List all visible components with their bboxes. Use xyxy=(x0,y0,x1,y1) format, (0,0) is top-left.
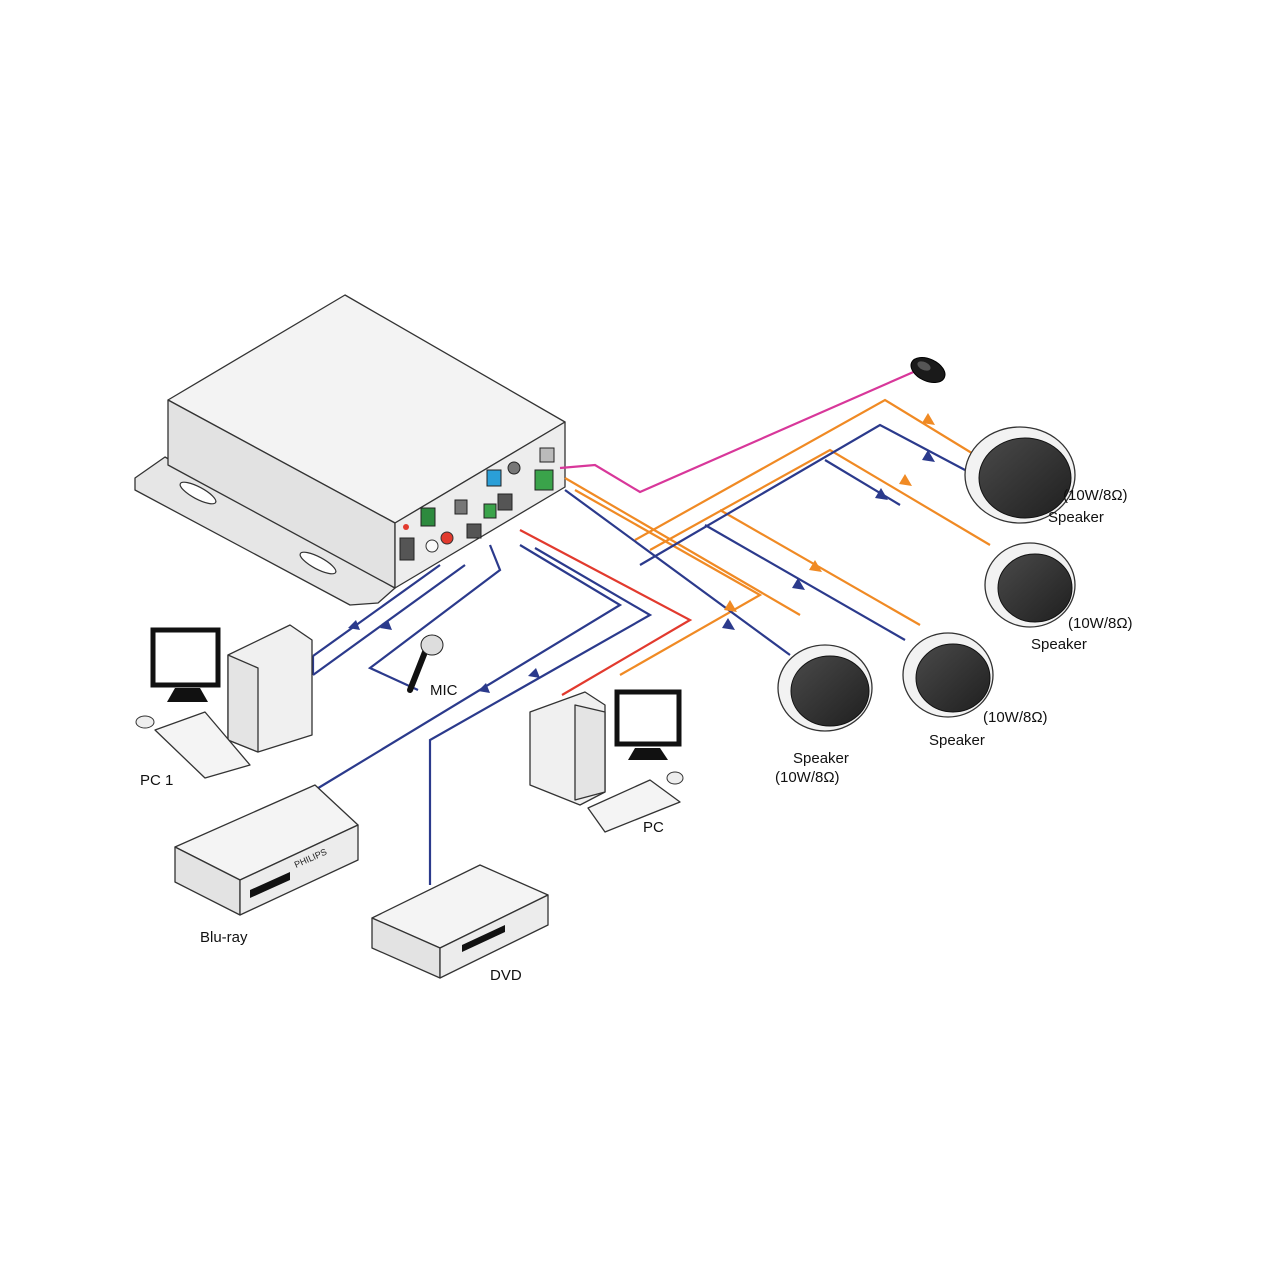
ir-jack xyxy=(507,461,521,475)
pc-monitor xyxy=(614,689,682,747)
cable-speaker-orange-3 xyxy=(649,448,991,551)
mic-jack xyxy=(454,499,468,515)
pc1-monitor-stand xyxy=(167,688,208,702)
amplifier-unit xyxy=(134,294,566,606)
arrow-pc1-1 xyxy=(348,620,360,630)
cable-speaker-blue-2 xyxy=(639,423,966,566)
cable-pc1-audio-1 xyxy=(312,564,441,657)
arrow-bluray xyxy=(478,683,490,693)
arrow-spk-6 xyxy=(792,578,805,590)
label-pc: PC xyxy=(643,819,664,836)
pc-tower-front xyxy=(574,704,606,801)
volume-knob-port xyxy=(486,469,502,487)
cable-speaker-orange-main xyxy=(564,477,801,616)
cable-speaker-orange-4 xyxy=(719,509,921,626)
pc1-keyboard xyxy=(154,711,251,779)
speaker-4 xyxy=(777,644,873,732)
cable-speaker-blue-1 xyxy=(564,489,791,656)
label-pc1: PC 1 xyxy=(140,772,173,789)
power-jack xyxy=(399,537,415,561)
label-speaker4-name: Speaker xyxy=(793,750,849,767)
rca-red xyxy=(440,531,454,545)
pc1-monitor xyxy=(150,627,221,688)
cables xyxy=(311,368,991,885)
cable-mic xyxy=(367,544,502,691)
cable-pc1-audio-2 xyxy=(312,564,466,676)
arrow-spk-8 xyxy=(722,618,735,630)
speaker-output-terminal-2 xyxy=(539,447,555,463)
label-bluray: Blu-ray xyxy=(200,929,248,946)
cable-speaker-orange-2 xyxy=(634,398,976,541)
label-mic: MIC xyxy=(430,682,458,699)
audio-input-block xyxy=(466,523,482,539)
arrow-spk-1 xyxy=(922,413,935,425)
speaker-3 xyxy=(902,632,994,718)
label-speaker3-name: Speaker xyxy=(929,732,985,749)
cable-speaker-blue-4 xyxy=(824,459,901,506)
arrow-spk-3 xyxy=(899,474,912,486)
speaker-output-terminal xyxy=(534,469,554,491)
arrow-spk-4 xyxy=(875,488,888,500)
cable-speaker-blue-3 xyxy=(704,524,906,641)
label-dvd: DVD xyxy=(490,967,522,984)
cable-bluray xyxy=(314,544,623,791)
pc1-computer xyxy=(135,624,313,779)
rca-white xyxy=(425,539,439,553)
speaker-2 xyxy=(984,542,1076,628)
mount-slot-left xyxy=(179,481,217,505)
cable-pc-red xyxy=(519,529,693,696)
speaker-1 xyxy=(964,426,1076,524)
terminal-block-green xyxy=(483,503,497,519)
signal-arrows xyxy=(348,413,935,693)
terminal-block-dark xyxy=(497,493,513,511)
label-speaker2-name: Speaker xyxy=(1031,636,1087,653)
input-terminal-1 xyxy=(420,507,436,527)
dvd-player xyxy=(371,864,549,979)
pc-keyboard xyxy=(587,779,681,833)
cable-speaker-orange-1 xyxy=(574,489,763,676)
bluray-disc-slot xyxy=(250,872,290,898)
pc-mouse xyxy=(666,771,684,785)
cable-ir-sensor xyxy=(559,368,919,494)
arrow-pc1-2 xyxy=(380,620,392,630)
cable-dvd xyxy=(428,547,653,885)
label-speaker2-rating: (10W/8Ω) xyxy=(1068,615,1133,632)
labels: PC 1 MIC PC Blu-ray DVD (10W/8Ω) Speaker… xyxy=(140,487,1133,984)
ir-sensor xyxy=(910,356,946,384)
arrow-dvd xyxy=(528,668,540,678)
pc1-tower-front xyxy=(227,654,259,753)
pc1-mouse xyxy=(135,715,155,729)
label-speaker3-rating: (10W/8Ω) xyxy=(983,709,1048,726)
bluray-player: PHILIPS xyxy=(174,784,359,916)
arrow-spk-2 xyxy=(922,450,935,462)
label-speaker4-rating: (10W/8Ω) xyxy=(775,769,840,786)
label-speaker1-name: Speaker xyxy=(1048,509,1104,526)
power-led xyxy=(403,524,409,530)
microphone xyxy=(407,634,444,693)
arrow-spk-7 xyxy=(724,600,737,612)
pc-monitor-stand xyxy=(628,748,668,760)
dvd-disc-slot xyxy=(462,925,505,952)
mount-slot-right xyxy=(299,551,337,575)
pc-computer xyxy=(529,689,684,833)
label-speaker1-rating: (10W/8Ω) xyxy=(1063,487,1128,504)
arrow-spk-5 xyxy=(809,560,822,572)
